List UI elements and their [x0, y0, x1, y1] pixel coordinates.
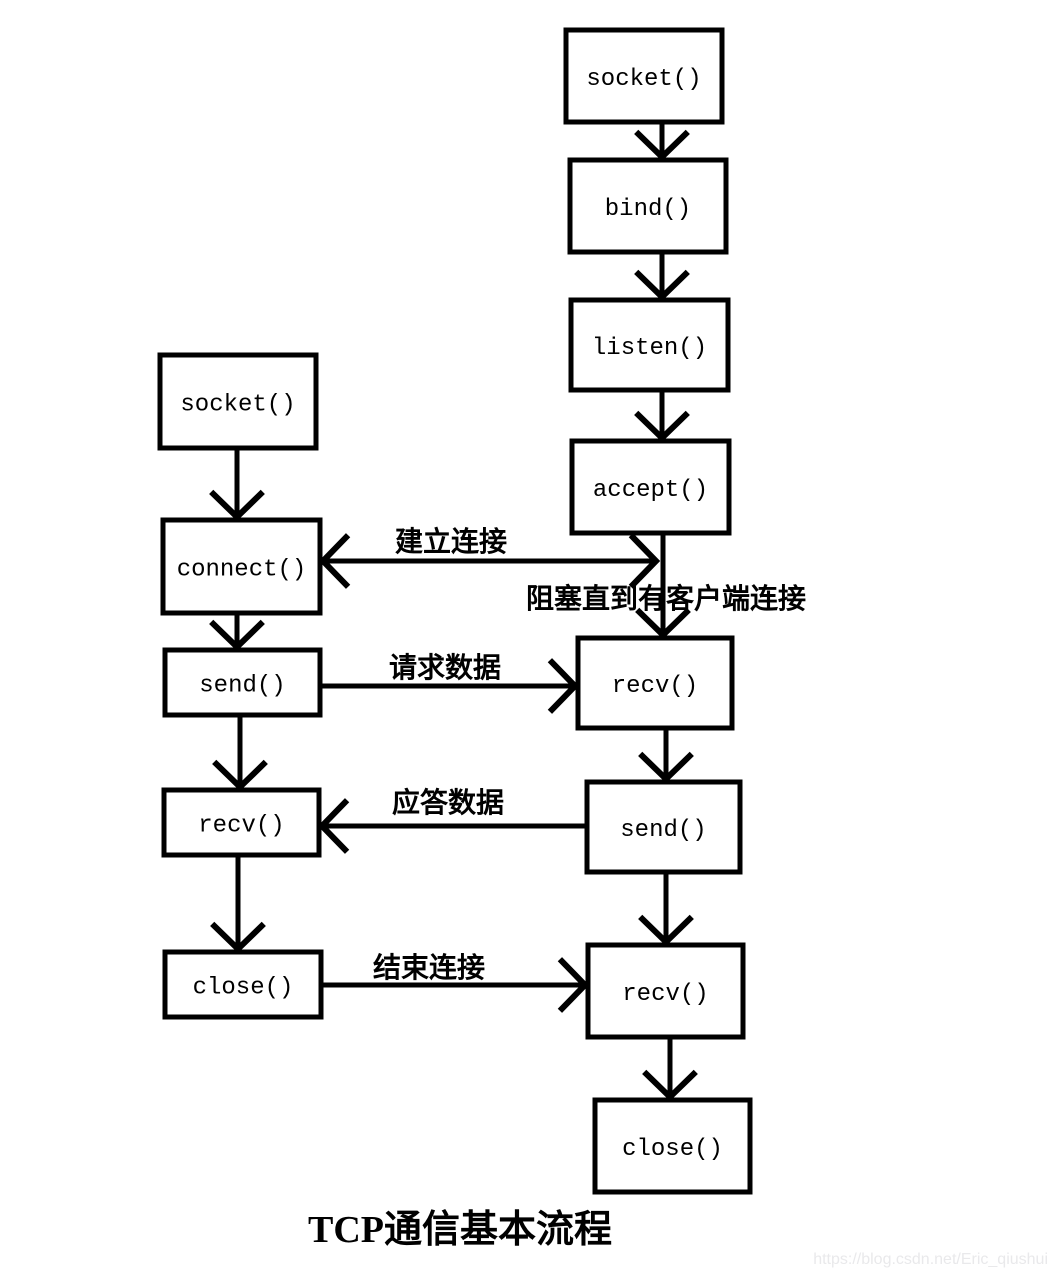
node-client-socket: socket(): [157, 352, 319, 451]
connector-client-connect-to-send: [209, 613, 265, 652]
node-client-close: close(): [162, 949, 324, 1020]
node-box: [569, 438, 732, 536]
connector-server-listen-to-accept: [634, 390, 690, 443]
node-label: send(): [199, 673, 285, 700]
node-server-socket: socket(): [563, 27, 725, 125]
diagram-title: TCP通信基本流程: [308, 1209, 612, 1251]
node-server-accept: accept(): [569, 438, 732, 536]
arrowhead-icon: [638, 914, 694, 947]
connector-client-socket-to-connect: [209, 448, 265, 522]
node-box: [162, 647, 323, 718]
node-server-close: close(): [592, 1097, 753, 1195]
connector-server-accept-to-recv: [635, 533, 691, 640]
connector-client-recv-to-close: [210, 855, 266, 954]
node-label: send(): [620, 817, 706, 844]
node-server-listen: listen(): [568, 297, 731, 393]
arrowhead-icon: [634, 410, 690, 443]
connector-establish-connection: [318, 533, 661, 589]
arrowhead-icon: [557, 957, 590, 1013]
arrowhead-icon: [634, 269, 690, 302]
node-server-send: send(): [584, 779, 743, 875]
arrowhead-icon: [635, 607, 691, 640]
arrowhead-icon: [318, 533, 351, 589]
node-box: [568, 297, 731, 393]
node-label: recv(): [198, 813, 284, 840]
arrowhead-icon: [634, 129, 690, 162]
node-box: [567, 157, 729, 255]
connector-finish-connection: [321, 957, 590, 1013]
node-label: close(): [622, 1136, 723, 1163]
arrowhead-icon: [210, 921, 266, 954]
watermark: https://blog.csdn.net/Eric_qiushui: [813, 1251, 1048, 1268]
node-label: socket(): [586, 66, 701, 93]
node-label: connect(): [177, 557, 307, 584]
node-box: [160, 517, 323, 616]
arrowhead-icon: [209, 619, 265, 652]
arrowhead-icon: [317, 798, 350, 854]
connector-server-recv-to-send: [638, 728, 694, 784]
connector-client-send-to-recv: [212, 715, 268, 792]
node-box: [592, 1097, 753, 1195]
connector-server-recv-to-close: [642, 1037, 698, 1102]
arrowhead-icon: [638, 751, 694, 784]
node-label: listen(): [592, 335, 707, 362]
node-box: [563, 27, 725, 125]
node-server-recv-1: recv(): [575, 635, 735, 731]
node-label: close(): [193, 975, 294, 1002]
connector-server-send-to-recv: [638, 872, 694, 947]
node-box: [161, 787, 322, 858]
node-box: [157, 352, 319, 451]
node-client-recv: recv(): [161, 787, 322, 858]
node-label: recv(): [622, 981, 708, 1008]
connector-server-socket-to-bind: [634, 122, 690, 162]
node-server-recv-2: recv(): [585, 942, 746, 1040]
node-server-bind: bind(): [567, 157, 729, 255]
node-label: accept(): [593, 477, 708, 504]
connector-request-data: [320, 658, 580, 714]
node-client-send: send(): [162, 647, 323, 718]
connector-server-bind-to-listen: [634, 252, 690, 302]
node-box: [585, 942, 746, 1040]
arrowhead-icon: [547, 658, 580, 714]
node-box: [162, 949, 324, 1020]
edge-label-finish-connection-label: 结束连接: [373, 952, 485, 983]
edge-label-request-data-label: 请求数据: [389, 652, 501, 683]
node-label: bind(): [605, 196, 691, 223]
edge-label-reply-data-label: 应答数据: [392, 786, 504, 818]
arrowhead-icon: [209, 489, 265, 522]
node-label: recv(): [612, 673, 698, 700]
arrowhead-icon: [642, 1069, 698, 1102]
edge-label-establish-connection-label: 建立连接: [395, 525, 507, 557]
node-client-connect: connect(): [160, 517, 323, 616]
node-box: [575, 635, 735, 731]
arrowhead-icon: [212, 759, 268, 792]
node-label: socket(): [180, 392, 295, 419]
edge-label-block-until-client-label: 阻塞直到有客户端连接: [526, 582, 806, 614]
connector-reply-data: [317, 798, 587, 854]
node-box: [584, 779, 743, 875]
arrowhead-icon: [628, 533, 661, 589]
